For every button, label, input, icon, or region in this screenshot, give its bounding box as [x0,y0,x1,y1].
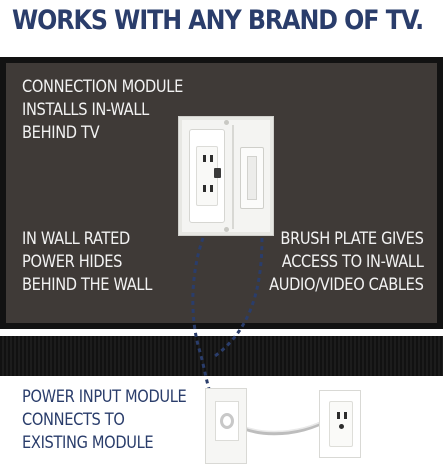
power-input-label: POWER INPUT MODULE CONNECTS TO EXISTING … [22,386,187,455]
module-screw [224,227,229,232]
outlet-icon [329,401,353,447]
existing-outlet [319,390,361,458]
in-wall-power-label: IN WALL RATED POWER HIDES BEHIND THE WAL… [22,228,152,297]
in-wall-power-label-line-2: POWER HIDES [22,252,123,272]
power-input-label-line-2: CONNECTS TO [22,410,125,430]
wall-brush-strip [0,336,443,376]
brush-plate-label-line-3: AUDIO/VIDEO CABLES [269,275,425,295]
in-wall-power-label-line-1: IN WALL RATED [22,229,130,249]
connection-module-label-line-3: BEHIND TV [22,123,100,143]
brush-plate-label: BRUSH PLATE GIVES ACCESS TO IN-WALL AUDI… [269,228,425,297]
connection-module-label: CONNECTION MODULE INSTALLS IN-WALL BEHIN… [22,76,183,145]
power-input-module [205,388,247,464]
outlet-slot [210,185,213,192]
usb-port-icon [214,168,221,178]
connection-module [178,116,274,236]
outlet-slot [203,155,206,162]
headline: WORKS WITH ANY BRAND OF TV. [12,5,424,36]
brush-plate-icon [240,147,264,209]
connection-module-label-line-1: CONNECTION MODULE [22,77,183,97]
power-input-label-line-1: POWER INPUT MODULE [22,387,187,407]
connection-module-label-line-2: INSTALLS IN-WALL [22,100,149,120]
outlet-ground [339,424,344,429]
outlet-slot [344,412,347,419]
duplex-usb-outlet-icon [189,129,225,223]
in-wall-power-label-line-3: BEHIND THE WALL [22,275,153,295]
module-screw [224,120,229,125]
power-input-label-line-3: EXISTING MODULE [22,433,154,453]
module-divider [232,125,234,229]
brush-plate-label-line-2: ACCESS TO IN-WALL [282,252,424,272]
brush-plate-label-line-1: BRUSH PLATE GIVES [280,229,424,249]
outlet-slot [203,185,206,192]
cord-exit-icon [220,413,234,429]
brush-slot [247,156,257,200]
outlet-slot [337,412,340,419]
outlet-slot [210,155,213,162]
